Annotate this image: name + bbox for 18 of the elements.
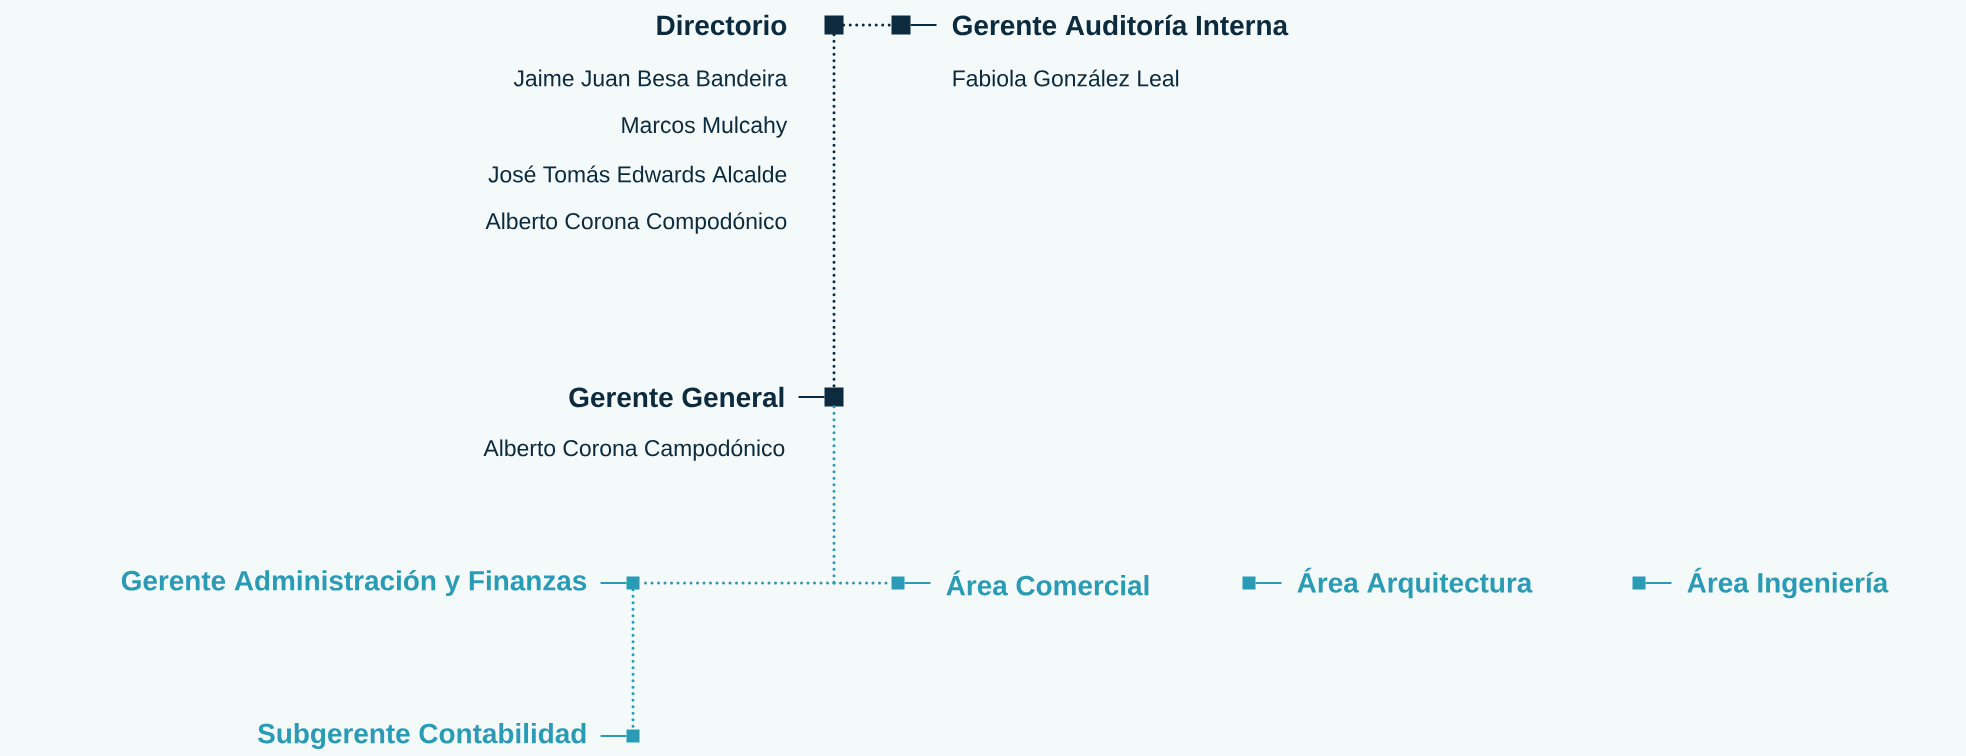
role-title: Directorio [657,14,787,36]
connector-line [842,23,893,27]
role-title: Área Arquitectura [1297,567,1533,599]
person-name: Marcos Mulcahy [622,116,788,138]
person-name: Alberto Corona Compodónico [485,212,787,234]
role-title: Gerente Auditoría Interna [952,14,1289,36]
role-title: Subgerente Contabilidad [258,722,586,750]
person-name: Fabiola González Leal [953,69,1179,87]
role-title: Gerente General [569,386,784,408]
connector-line [631,588,635,731]
connector-line [832,33,836,389]
role-title: Gerente Administración y Finanzas [121,569,587,597]
person-name: Alberto Corona Campodónico [483,439,785,461]
person-name: Jaime Juan Besa Bandeira [513,69,788,87]
connector-line [832,405,836,585]
role-title: Área Ingeniería [1687,567,1889,599]
role-title: Área Comercial [946,570,1149,596]
person-name: José Tomás Edwards Alcalde [488,165,787,183]
